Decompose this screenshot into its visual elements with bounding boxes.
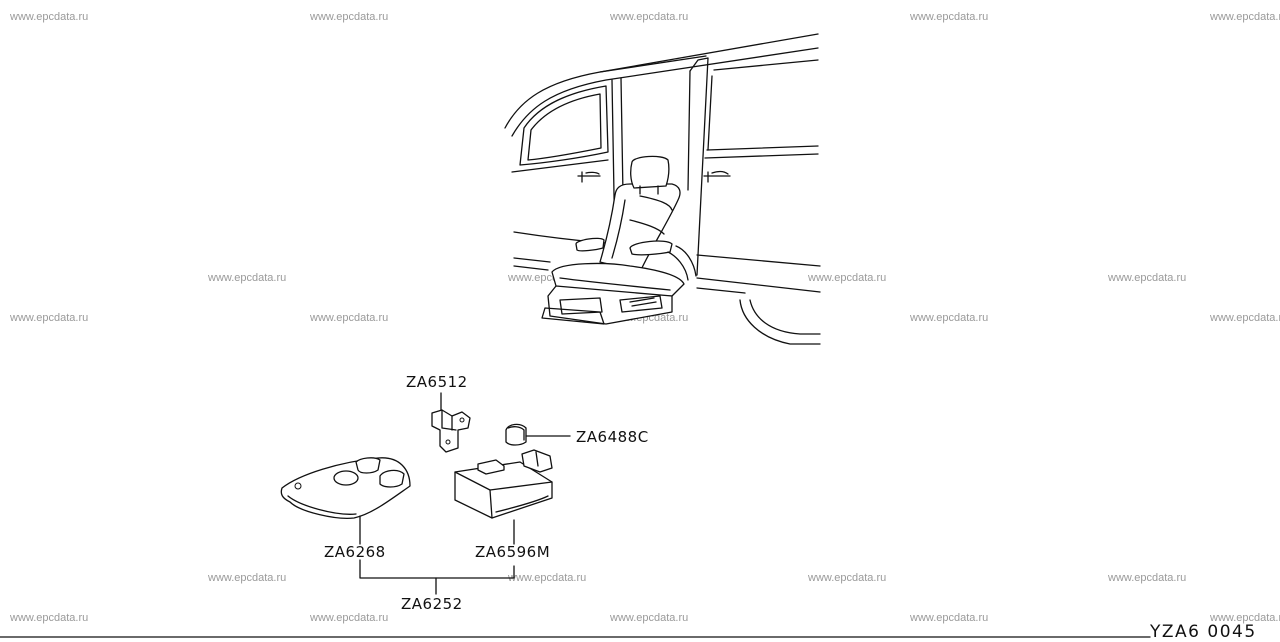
watermark-text: www.epcdata.ru — [1108, 272, 1187, 284]
watermark-text: www.epcdata.ru — [910, 612, 989, 624]
bracket-part — [431, 392, 471, 453]
watermark-text: www.epcdata.ru — [208, 272, 287, 284]
watermark-text: www.epcdata.ru — [508, 572, 587, 584]
watermark-text: www.epcdata.ru — [10, 612, 89, 624]
watermark-text: www.epcdata.ru — [1210, 612, 1280, 624]
watermark-text: www.epcdata.ru — [610, 612, 689, 624]
part-code-kit[interactable]: ZA6252 — [401, 595, 463, 613]
watermark-text: www.epcdata.ru — [910, 312, 989, 324]
watermark-text: www.epcdata.ru — [808, 272, 887, 284]
vehicle-illustration — [504, 33, 821, 345]
clip-part — [505, 423, 571, 446]
watermark-text: www.epcdata.ru — [1108, 572, 1187, 584]
kit-leader-lines — [359, 559, 515, 595]
watermark-text: www.epcdata.ru — [310, 11, 389, 23]
diagram-id: YZA6 0045 — [1150, 622, 1257, 642]
watermark-text: www.epcdata.ru — [310, 612, 389, 624]
part-code-bracket[interactable]: ZA6512 — [406, 373, 468, 391]
watermark-text: www.epcdata.ru — [808, 572, 887, 584]
watermark-text: www.epcdata.ru — [10, 312, 89, 324]
watermark-text: www.epcdata.ru — [910, 11, 989, 23]
watermark-text: www.epcdata.ru — [310, 312, 389, 324]
watermark-text: www.epcdata.ru — [610, 11, 689, 23]
part-code-remote[interactable]: ZA6268 — [324, 543, 386, 561]
part-code-controller[interactable]: ZA6596M — [475, 543, 551, 561]
remote-part — [280, 457, 411, 545]
watermark-text: www.epcdata.ru — [1210, 312, 1280, 324]
watermark-text: www.epcdata.ru — [10, 11, 89, 23]
watermark-text: www.epcdata.ru — [1210, 11, 1280, 23]
part-code-clip[interactable]: ZA6488C — [576, 428, 649, 446]
controller-part — [454, 449, 553, 545]
watermark-text: www.epcdata.ru — [208, 572, 287, 584]
